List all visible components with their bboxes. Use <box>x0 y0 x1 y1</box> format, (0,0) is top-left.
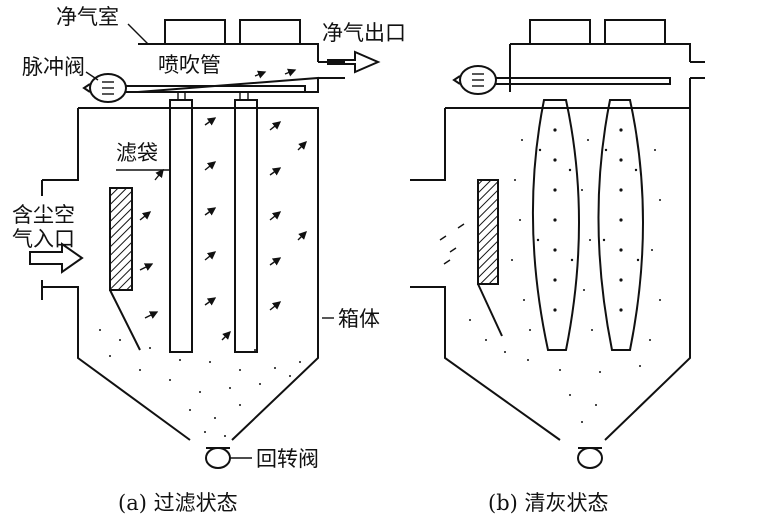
panel-a-filtering <box>29 19 381 469</box>
label-rotary-valve: 回转阀 <box>256 447 319 471</box>
housing-b <box>410 107 691 441</box>
caption-b: (b) 清灰状态 <box>488 491 609 515</box>
flow-arrows-a <box>139 68 307 341</box>
header-block-left-a <box>164 19 226 45</box>
label-pulse-valve: 脉冲阀 <box>22 55 85 79</box>
label-clean-chamber: 净气室 <box>56 5 119 29</box>
baffle-plate-b <box>477 179 499 285</box>
header-block-left-b <box>529 19 591 45</box>
filter-bag-a-2 <box>234 99 258 353</box>
panel-b-cleaning <box>410 19 705 469</box>
label-housing: 箱体 <box>338 307 380 331</box>
label-filter-bag: 滤袋 <box>116 141 158 165</box>
inlet-particles-b <box>439 223 465 265</box>
filter-bag-b-2 <box>597 99 644 351</box>
pulse-valve-a <box>82 73 127 103</box>
filter-bag-b-1 <box>531 99 580 351</box>
dust-cloud-b <box>469 139 661 423</box>
outlet-arrow-a <box>327 50 381 74</box>
baffle-plate-a <box>109 187 133 291</box>
clean-chamber-b <box>509 43 691 108</box>
label-clean-gas-outlet: 净气出口 <box>322 21 406 45</box>
pulse-valve-b <box>452 65 497 95</box>
blow-pipe-b <box>496 77 671 85</box>
label-dusty-air-inlet-2: 气入口 <box>12 227 75 251</box>
housing-a <box>42 107 319 441</box>
outlet-duct-a <box>318 61 345 79</box>
nozzles-a <box>177 92 249 100</box>
pulse-jets-b <box>536 128 640 312</box>
label-blow-pipe: 喷吹管 <box>158 53 221 77</box>
dust-speckle-a <box>99 329 301 437</box>
caption-a: (a) 过滤状态 <box>118 491 238 515</box>
header-block-right-a <box>239 19 301 45</box>
label-dusty-air-inlet-1: 含尘空 <box>12 203 75 227</box>
header-block-right-b <box>604 19 666 45</box>
blow-pipe-a <box>126 85 306 93</box>
filter-bag-a-1 <box>169 99 193 353</box>
inlet-arrow-a <box>29 242 84 274</box>
rotary-valve-b <box>577 447 603 469</box>
leader-lines-a <box>85 23 334 319</box>
rotary-valve-a <box>205 447 231 469</box>
